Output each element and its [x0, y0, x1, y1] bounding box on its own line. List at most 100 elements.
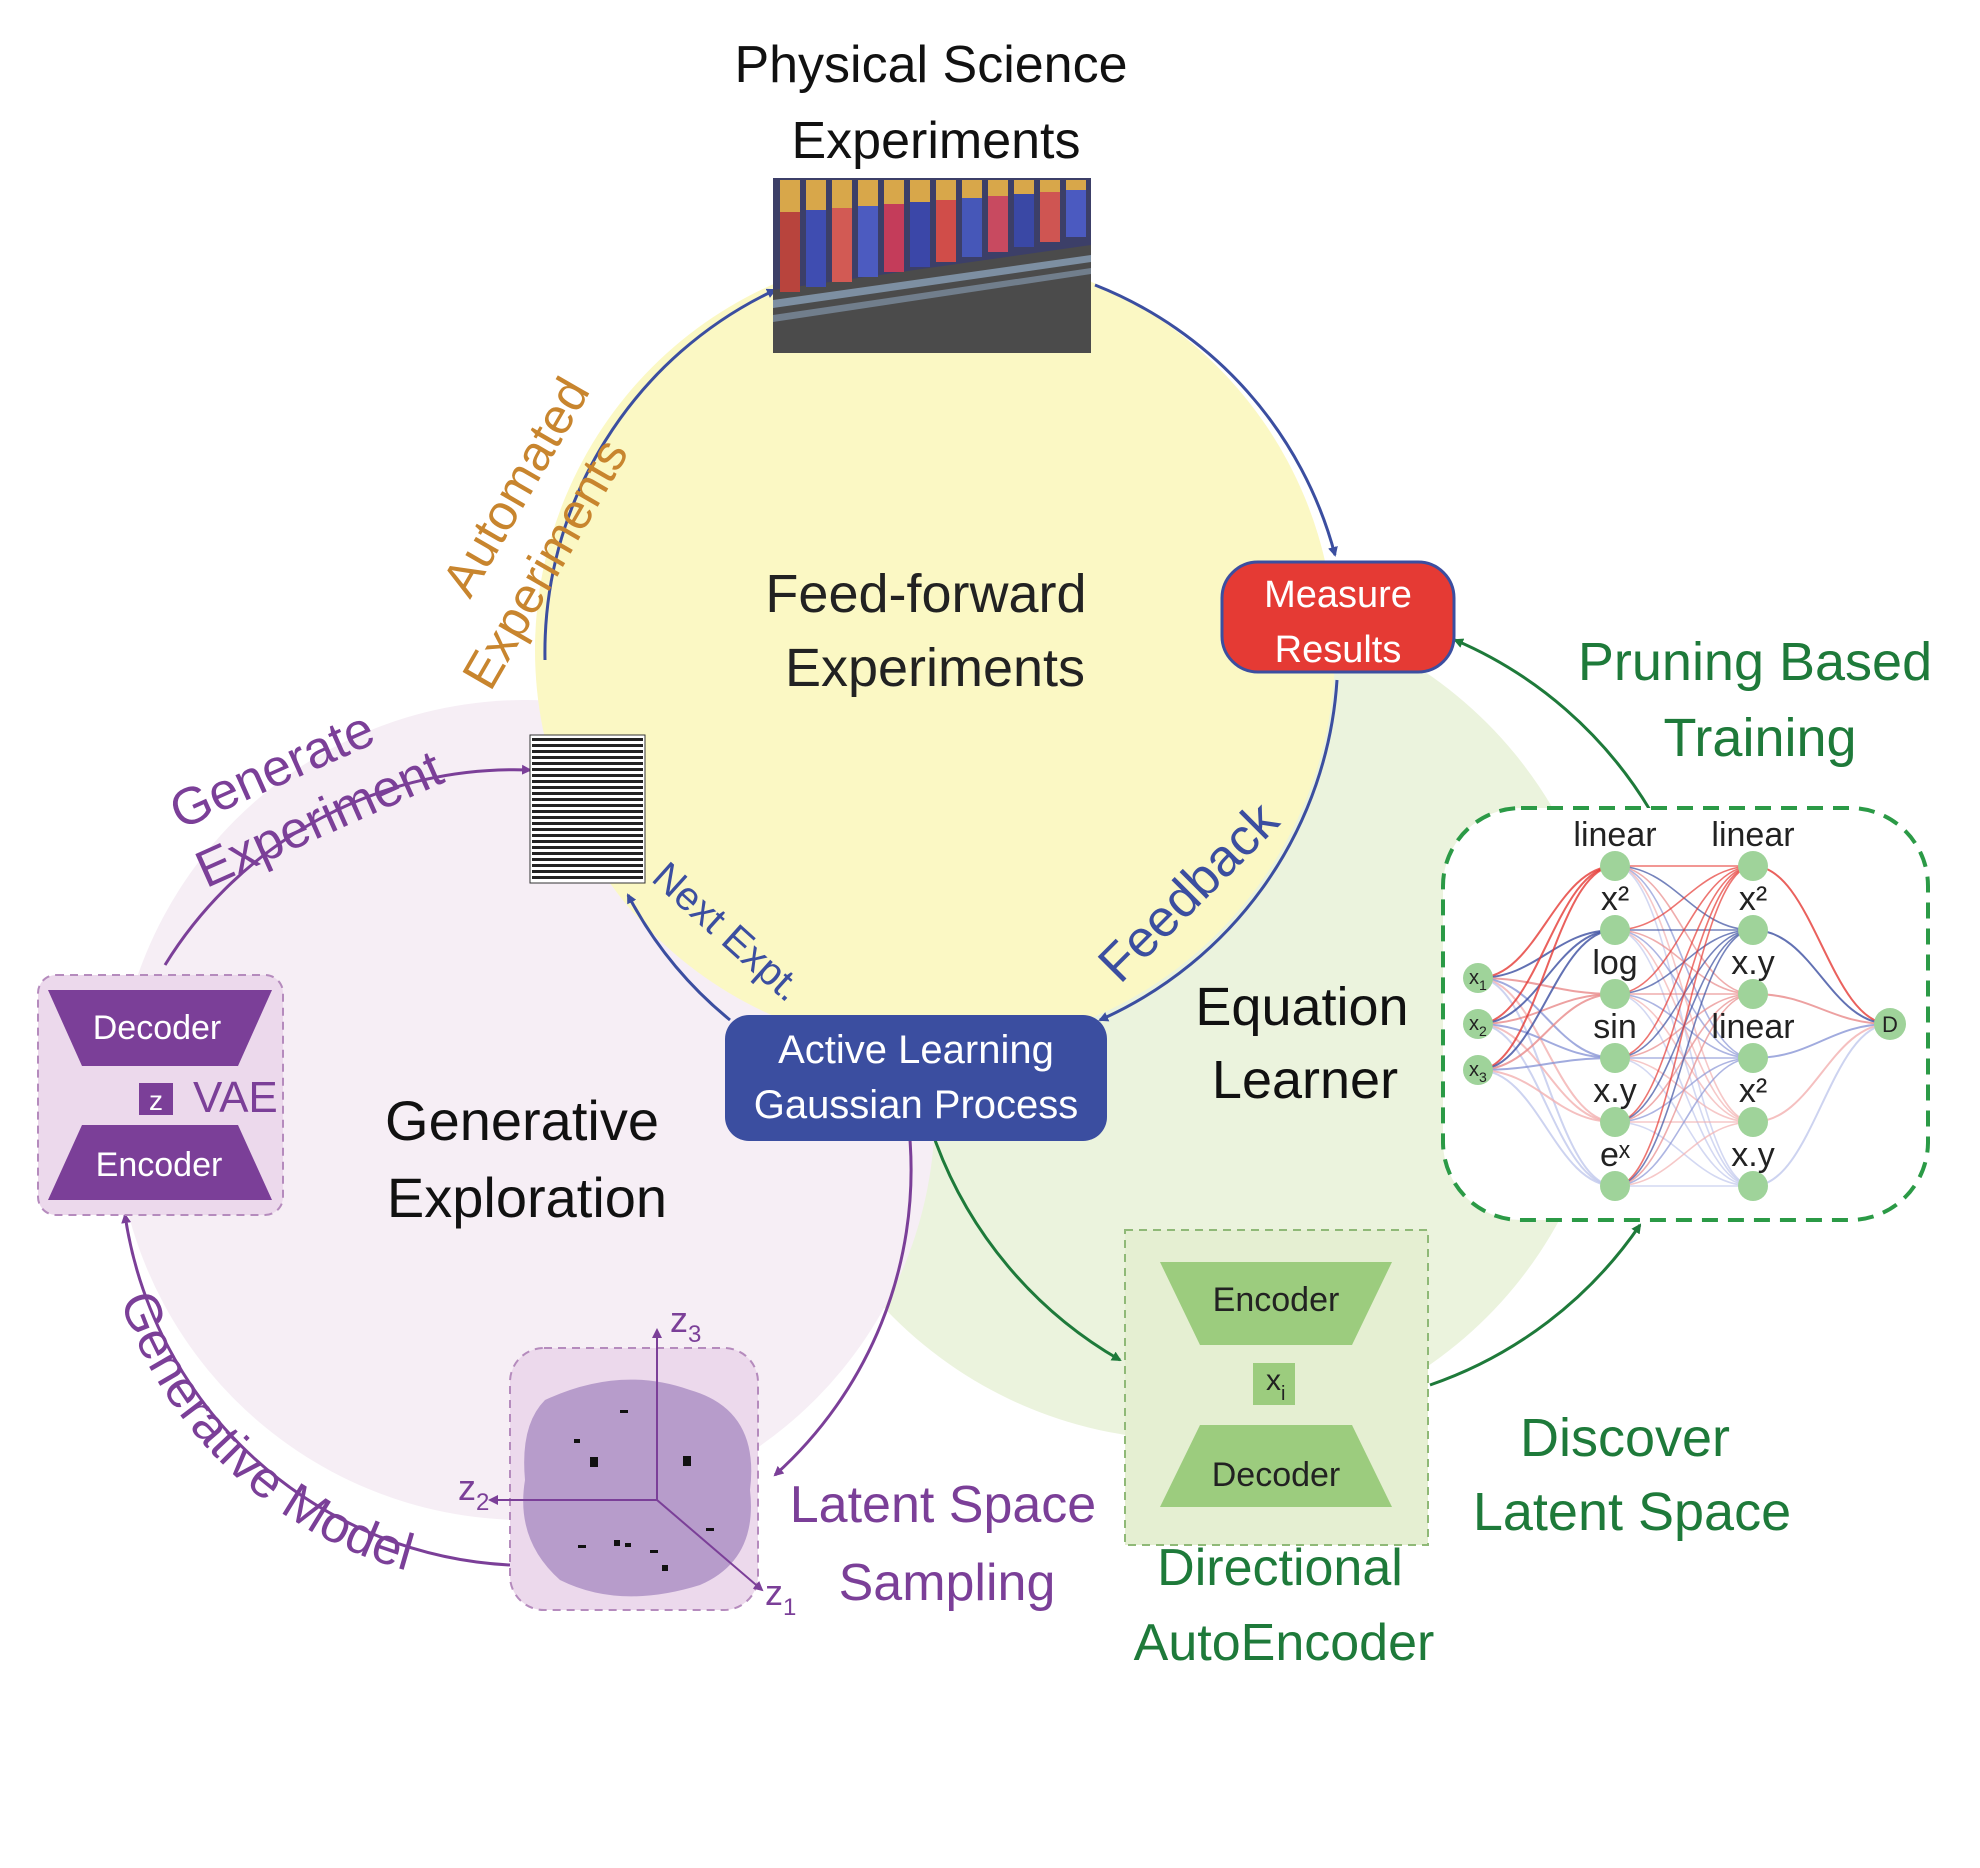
- eql-edge: [1614, 1057, 1754, 1187]
- directional-line2: AutoEncoder: [1134, 1614, 1435, 1672]
- pillar: [858, 204, 878, 277]
- pruning-line1: Pruning Based: [1578, 632, 1932, 692]
- pillar-top: [858, 180, 878, 206]
- eql-input-node: [1463, 1009, 1493, 1039]
- eql-edge: [1477, 929, 1616, 979]
- pillar-top: [832, 180, 852, 208]
- eql-edge: [1477, 1057, 1616, 1071]
- vae-z: z: [149, 1085, 163, 1116]
- stripe-line: [532, 792, 643, 795]
- pillar-top: [1014, 180, 1034, 194]
- eql-hidden1-node: [1600, 979, 1630, 1009]
- eql-hidden1-node: [1600, 1107, 1630, 1137]
- stripe-line: [532, 876, 643, 879]
- feed-forward-line1: Feed-forward: [765, 564, 1086, 624]
- eql-edge: [1614, 929, 1754, 1187]
- latent-space-plot: [488, 1328, 764, 1611]
- eql-hidden1-label: x²: [1601, 880, 1629, 918]
- eql-output-label: D: [1882, 1012, 1898, 1037]
- title-line1: Physical Science: [734, 36, 1127, 94]
- stripe-line: [532, 738, 643, 741]
- pillar: [1066, 188, 1086, 237]
- eql-edge: [1477, 865, 1616, 1071]
- measure-line1: Measure: [1264, 574, 1412, 616]
- active-learning-line2: Gaussian Process: [754, 1083, 1079, 1127]
- pillar-top: [988, 180, 1008, 196]
- eql-hidden2-node: [1738, 1171, 1768, 1201]
- latent-sampling-line2: Sampling: [839, 1554, 1056, 1612]
- stripe-line: [532, 852, 643, 855]
- eql-hidden1-label: sin: [1593, 1008, 1636, 1046]
- yellow-loop-fill: [535, 250, 1335, 1050]
- eql-edge: [1614, 865, 1754, 995]
- eql-hidden2-label: x²: [1739, 1072, 1767, 1110]
- dae-block: [1124, 1229, 1429, 1546]
- eql-edge: [1477, 977, 1616, 1059]
- eql-hidden2-label: x.y: [1731, 944, 1774, 982]
- measure-line2: Results: [1275, 629, 1402, 671]
- eql-edge: [1752, 1023, 1891, 1123]
- pillar: [910, 200, 930, 267]
- arrow-to-measure: [1094, 283, 1338, 557]
- stripe-line: [532, 840, 643, 843]
- eql-edge: [1614, 993, 1754, 1187]
- z2-label: z2: [458, 1467, 489, 1516]
- stripe-line: [532, 786, 643, 789]
- pillar-top: [962, 180, 982, 198]
- pillar: [780, 210, 800, 292]
- dae-decoder: Decoder: [1212, 1456, 1341, 1494]
- equation-line2: Learner: [1212, 1050, 1398, 1110]
- generative-exploration-line2: Exploration: [387, 1166, 667, 1229]
- vae-label: VAE: [193, 1073, 278, 1122]
- stripe-pattern: [529, 734, 646, 884]
- eql-edge: [1614, 1121, 1754, 1187]
- discover-line2: Latent Space: [1473, 1482, 1791, 1542]
- eql-hidden2-node: [1738, 979, 1768, 1009]
- pillar: [832, 206, 852, 282]
- stripe-line: [532, 822, 643, 825]
- pillar: [884, 202, 904, 272]
- eql-edge: [1477, 865, 1616, 979]
- pillar: [806, 208, 826, 287]
- pillar-top: [884, 180, 904, 204]
- arrow-next-expt: [626, 893, 731, 1022]
- eql-edge: [1614, 865, 1754, 931]
- dae-encoder: Encoder: [1213, 1281, 1340, 1319]
- eql-edge: [1477, 1069, 1616, 1187]
- eql-input-label: x1: [1469, 967, 1487, 993]
- vae-block: [37, 974, 284, 1216]
- eql-edge: [1614, 865, 1754, 1059]
- eql-input-node: [1463, 963, 1493, 993]
- eql-hidden2-label: x.y: [1731, 1136, 1774, 1174]
- eql-input-label: x3: [1469, 1059, 1487, 1085]
- eql-hidden2-label: x²: [1739, 880, 1767, 918]
- pillar: [1014, 192, 1034, 247]
- pillar: [936, 198, 956, 262]
- pillar-top: [1040, 180, 1060, 192]
- eql-input-node: [1463, 1055, 1493, 1085]
- vae-encoder: Encoder: [96, 1146, 223, 1184]
- eql-hidden1-label: log: [1592, 944, 1637, 982]
- eql-hidden1-label: x.y: [1593, 1072, 1636, 1110]
- pillar-top: [910, 180, 930, 202]
- z1-label: z1: [765, 1572, 796, 1621]
- eql-edge: [1752, 993, 1891, 1025]
- dae-xi: xi: [1266, 1364, 1285, 1405]
- eql-edge: [1477, 1023, 1616, 1123]
- arrow-to-latent: [773, 1139, 913, 1477]
- eql-edge: [1477, 977, 1616, 1187]
- eql-hidden2-node: [1738, 1043, 1768, 1073]
- latent-sampling-line1: Latent Space: [790, 1476, 1096, 1534]
- eql-edge: [1752, 1023, 1891, 1187]
- pillar-top: [936, 180, 956, 200]
- pillar-top: [806, 180, 826, 210]
- eql-hidden2-node: [1738, 1107, 1768, 1137]
- stripe-line: [532, 816, 643, 819]
- eql-edge: [1477, 929, 1616, 1071]
- arrow-feedback: [1098, 679, 1339, 1022]
- eql-input-label: x2: [1469, 1013, 1487, 1039]
- stripe-line: [532, 846, 643, 849]
- eql-hidden2-node: [1738, 915, 1768, 945]
- pillar: [1040, 190, 1060, 242]
